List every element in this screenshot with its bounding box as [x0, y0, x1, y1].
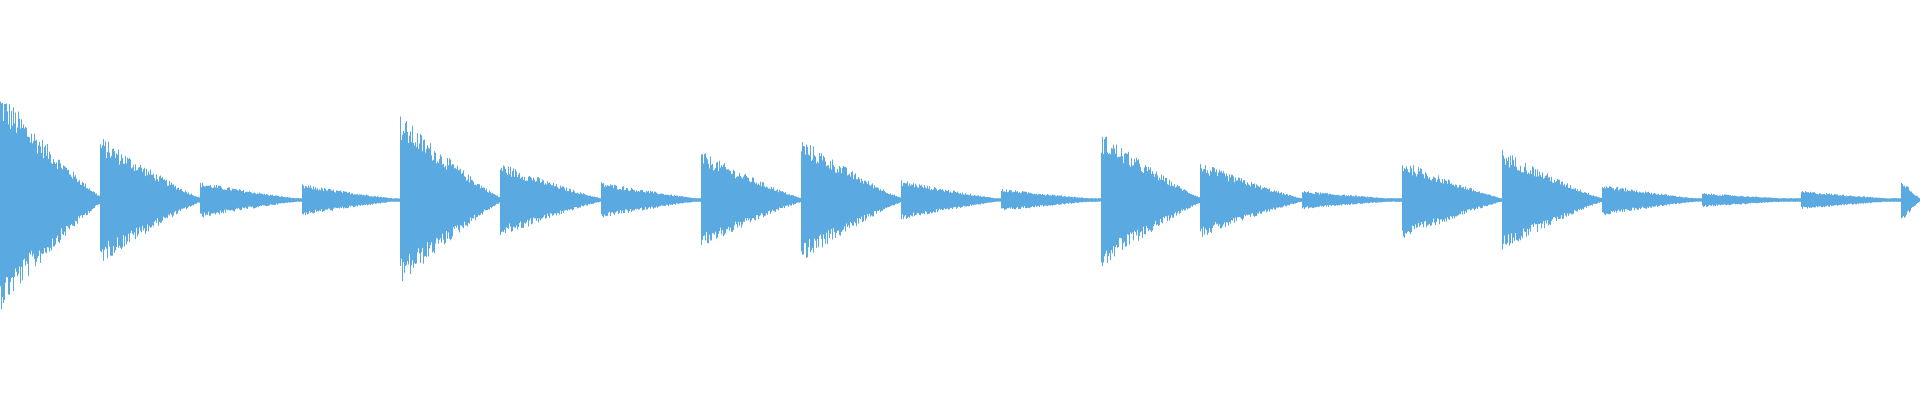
waveform-samples — [0, 101, 1920, 310]
